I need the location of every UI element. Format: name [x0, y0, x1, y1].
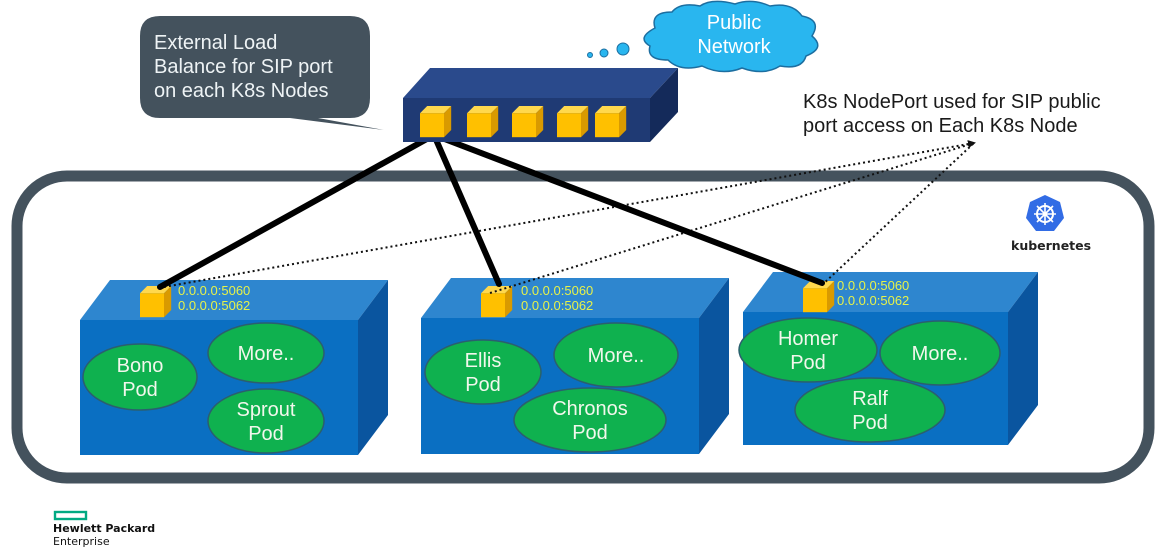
pod-label: Pod: [572, 422, 608, 444]
kubernetes-logo: kubernetes: [1011, 195, 1091, 253]
hpe-logo-line-2: Enterprise: [53, 535, 110, 548]
cloud-line-1: Public: [707, 12, 761, 34]
pod-more: More..: [879, 320, 1001, 386]
pod-label: Bono: [117, 355, 164, 377]
k8s-node-1: 0.0.0.0:50600.0.0.0:5062BonoPodMore..Spr…: [80, 280, 388, 455]
nodeport-icon: [140, 286, 172, 318]
pod-label: Ellis: [465, 350, 502, 372]
port-label: 0.0.0.0:5060: [837, 278, 909, 293]
nodes-layer: 0.0.0.0:50600.0.0.0:5062BonoPodMore..Spr…: [80, 272, 1038, 455]
pod-ellipse: [513, 387, 667, 453]
callout-line-1: External Load: [154, 32, 277, 54]
public-network-cloud: Public Network: [587, 0, 819, 73]
load-balancer-callout: External Load Balance for SIP port on ea…: [140, 16, 384, 130]
nodeport-icon: [481, 286, 513, 318]
callout-line-3: on each K8s Nodes: [154, 80, 329, 102]
nodeport-icon: [803, 281, 835, 313]
pod-label: Pod: [790, 352, 826, 374]
nodeport-note-line-1: K8s NodePort used for SIP public: [803, 91, 1101, 113]
dotted-line-node-1: [163, 140, 976, 288]
pod-label: Pod: [122, 379, 158, 401]
pod-label: More..: [912, 343, 969, 365]
lb-line-node-2: [431, 132, 502, 287]
pod-label: More..: [238, 343, 295, 365]
pod-ellipse: [207, 388, 325, 454]
pod-more: More..: [207, 322, 325, 384]
node-side-face: [699, 278, 729, 454]
pod-ellipse: [424, 339, 542, 405]
switch-port-5-icon: [595, 106, 627, 138]
pod-ellipse: [794, 377, 946, 443]
node-side-face: [1008, 272, 1038, 445]
switch-ports: [420, 106, 627, 138]
dotted-line-node-3: [821, 142, 975, 286]
pod-ellipse: [82, 343, 198, 411]
port-label: 0.0.0.0:5062: [178, 298, 250, 313]
k8s-node-2: 0.0.0.0:50600.0.0.0:5062EllisPodMore..Ch…: [421, 278, 729, 454]
pod-label: Sprout: [237, 399, 296, 421]
port-label: 0.0.0.0:5062: [521, 298, 593, 313]
kubernetes-label: kubernetes: [1011, 238, 1091, 253]
hpe-element-icon: [53, 510, 88, 521]
port-label: 0.0.0.0:5060: [178, 283, 250, 298]
cloud-shape: [643, 0, 819, 73]
lb-line-node-3: [431, 132, 825, 286]
hpe-logo-line-1: Hewlett Packard: [53, 522, 155, 535]
pod-label: Pod: [248, 423, 284, 445]
switch-port-3-icon: [512, 106, 544, 138]
pod-label: Homer: [778, 328, 838, 350]
dotted-line-node-2: [489, 142, 975, 294]
pod-more: More..: [553, 322, 679, 388]
pod-label: Chronos: [552, 398, 628, 420]
lb-solid-lines: [157, 132, 825, 290]
pod-label: Pod: [852, 412, 888, 434]
cluster-boundary: [11, 170, 1155, 484]
callout-line-2: Balance for SIP port: [154, 56, 333, 78]
pod-ellipse: [553, 322, 679, 388]
nodeport-note-line-2: port access on Each K8s Node: [803, 115, 1078, 137]
switch-port-2-icon: [467, 106, 499, 138]
port-label: 0.0.0.0:5060: [521, 283, 593, 298]
switch-port-4-icon: [557, 106, 589, 138]
pod-label: Pod: [465, 374, 501, 396]
pod-ellipse: [879, 320, 1001, 386]
pod-ellipse: [738, 317, 878, 383]
port-label: 0.0.0.0:5062: [837, 293, 909, 308]
hpe-logo: Hewlett Packard Enterprise: [53, 510, 155, 548]
pod-label: Ralf: [852, 388, 888, 410]
network-switch: [403, 68, 678, 142]
node-side-face: [358, 280, 388, 455]
cloud-line-2: Network: [697, 36, 771, 58]
pod-ellipse: [207, 322, 325, 384]
nodeport-dotted-lines: [163, 140, 976, 294]
lb-line-node-1: [157, 132, 437, 290]
switch-port-1-icon: [420, 106, 452, 138]
pod-label: More..: [588, 345, 645, 367]
